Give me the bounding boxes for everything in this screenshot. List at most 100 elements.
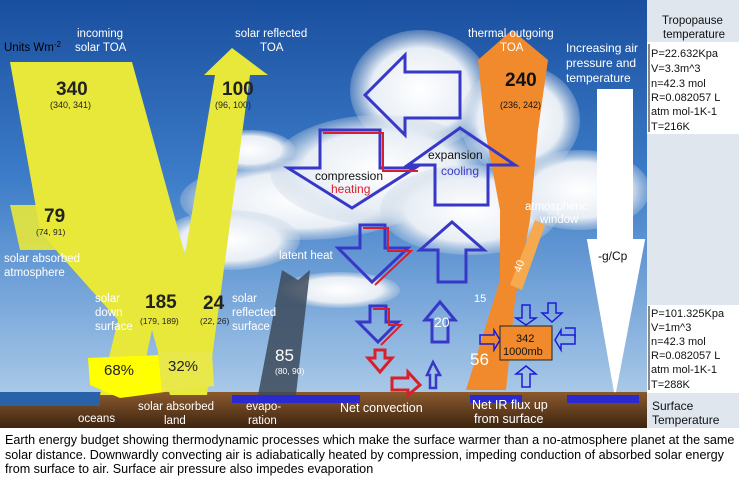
tropopause-line: R=0.082057 L — [651, 92, 720, 104]
upward-20: 20 — [434, 314, 450, 330]
surface-temp-label-1: Surface — [652, 399, 694, 413]
absorbed-atm-label-2: atmosphere — [4, 267, 65, 279]
window-arrow — [510, 220, 545, 290]
lapse-rate-label: -g/Cp — [598, 249, 628, 263]
incoming-value: 340 — [56, 79, 88, 100]
net-ir-label-2: from surface — [474, 412, 544, 426]
window-value: 40 — [512, 259, 527, 275]
tropopause-title-2: temperature — [663, 29, 725, 41]
increasing-line-3: temperature — [566, 71, 631, 85]
reflected-surface-value: 24 — [203, 293, 225, 314]
surface-temp-label-2: Temperature — [652, 413, 720, 427]
tropopause-line: atm mol-1K-1 — [651, 106, 717, 118]
expansion-label: expansion — [428, 148, 483, 162]
small-down-arrow-2 — [364, 348, 396, 375]
expansion-sub: cooling — [441, 164, 479, 178]
incoming-range: (340, 341) — [50, 100, 91, 110]
increasing-line-2: pressure and — [566, 56, 636, 70]
absorbed-land-label-1: solar absorbed — [138, 401, 214, 413]
surface-state-lines: P=101.325Kpa V=1m^3 n=42.3 mol R=0.08205… — [651, 308, 725, 391]
reflected-surface-label-2: reflected — [232, 307, 276, 319]
window-label-2: window — [539, 214, 579, 226]
down-surface-value: 185 — [145, 292, 177, 313]
units-label: Units Wm-2 — [4, 40, 62, 54]
reflected-toa-label-1: solar reflected — [235, 28, 307, 40]
pressure-box-value: 342 — [516, 333, 534, 345]
oceans-label: oceans — [78, 413, 115, 425]
tropopause-state-box — [647, 42, 739, 134]
absorbed-atm-range: (74, 91) — [36, 227, 65, 237]
net-convection-label: Net convection — [340, 401, 423, 415]
surface-state-box — [647, 305, 739, 393]
reflected-surface-range: (22, 26) — [200, 316, 229, 326]
small-right-arrow — [390, 368, 423, 399]
compression-arrow — [282, 128, 421, 210]
down-surface-label-3: surface — [95, 321, 133, 333]
thermal-outgoing-arrow — [466, 30, 548, 390]
ocean-absorbed-blob — [88, 355, 165, 398]
outgoing-value: 240 — [505, 70, 537, 91]
figure-caption: Earth energy budget showing thermodynami… — [5, 433, 735, 476]
absorbed-atm-label-1: solar absorbed — [4, 253, 80, 265]
ocean-pct: 68% — [104, 362, 134, 379]
lapse-rate-arrow — [586, 89, 646, 393]
upward-15: 15 — [474, 293, 486, 305]
small-up-arrow-2 — [425, 359, 443, 390]
mid-up-arrow — [416, 220, 488, 284]
net-ir-label-1: Net IR flux up — [472, 398, 548, 412]
absorbed-atm-value: 79 — [44, 206, 65, 227]
tropopause-lines: P=22.632Kpa V=3.3m^3 n=42.3 mol R=0.0820… — [651, 48, 720, 133]
reflected-surface-label-1: solar — [232, 293, 257, 305]
expansion-arrow — [403, 126, 520, 207]
surface-state-line: atm mol-1K-1 — [651, 364, 717, 376]
outgoing-label-2: TOA — [500, 42, 524, 54]
surface-strip-2 — [470, 395, 522, 403]
compression-label: compression — [315, 169, 383, 183]
pressure-box-unit: 1000mb — [503, 346, 543, 358]
pressure-box — [499, 325, 553, 361]
latent-heat-range: (80, 90) — [275, 366, 304, 376]
convection-arrows — [282, 51, 520, 399]
window-label-1: atmospheric — [525, 201, 588, 213]
down-surface-label-1: solar — [95, 293, 120, 305]
tropopause-line: P=22.632Kpa — [651, 48, 719, 60]
reflected-toa-value: 100 — [222, 79, 254, 100]
surface-state-line: n=42.3 mol — [651, 336, 706, 348]
down-surface-label-2: down — [95, 307, 123, 319]
incoming-solar-arrow — [10, 48, 268, 395]
surface-state-line: V=1m^3 — [651, 322, 691, 334]
land-absorbed-blob — [158, 352, 214, 392]
down-surface-range: (179, 189) — [140, 316, 179, 326]
surface-state-line: T=288K — [651, 379, 690, 391]
tropopause-line: n=42.3 mol — [651, 78, 706, 90]
surface-state-line: P=101.325Kpa — [651, 308, 725, 320]
compression-sub: heating — [331, 182, 370, 196]
top-left-blue-arrow — [362, 51, 462, 139]
incoming-label-1: incoming — [77, 28, 123, 40]
absorbed-land-label-2: land — [164, 415, 186, 427]
surface-56: 56 — [470, 350, 489, 369]
reflected-toa-label-2: TOA — [260, 42, 284, 54]
surface-state-line: R=0.082057 L — [651, 350, 720, 362]
tropopause-line: V=3.3m^3 — [651, 63, 701, 75]
compression-inward-arrows — [479, 302, 576, 388]
evaporation-label-1: evapo- — [246, 401, 281, 413]
atmosphere-absorbed-branch — [10, 205, 85, 250]
latent-heat-label: latent heat — [279, 250, 334, 262]
reflected-surface-label-3: surface — [232, 321, 270, 333]
outgoing-label-1: thermal outgoing — [468, 28, 554, 40]
outgoing-range: (236, 242) — [500, 100, 541, 110]
surface-strip-3 — [567, 395, 639, 403]
evaporation-label-2: ration — [248, 415, 277, 427]
increasing-line-1: Increasing air — [566, 41, 638, 55]
tropopause-title-1: Tropopause — [662, 15, 723, 27]
tropopause-line: T=216K — [651, 121, 690, 133]
latent-heat-arrow — [258, 270, 310, 395]
reflected-toa-range: (96, 100) — [215, 100, 251, 110]
latent-heat-value: 85 — [275, 346, 294, 365]
small-up-arrow — [421, 299, 459, 344]
ocean-strip — [0, 392, 100, 406]
incoming-label-2: solar TOA — [75, 42, 127, 54]
